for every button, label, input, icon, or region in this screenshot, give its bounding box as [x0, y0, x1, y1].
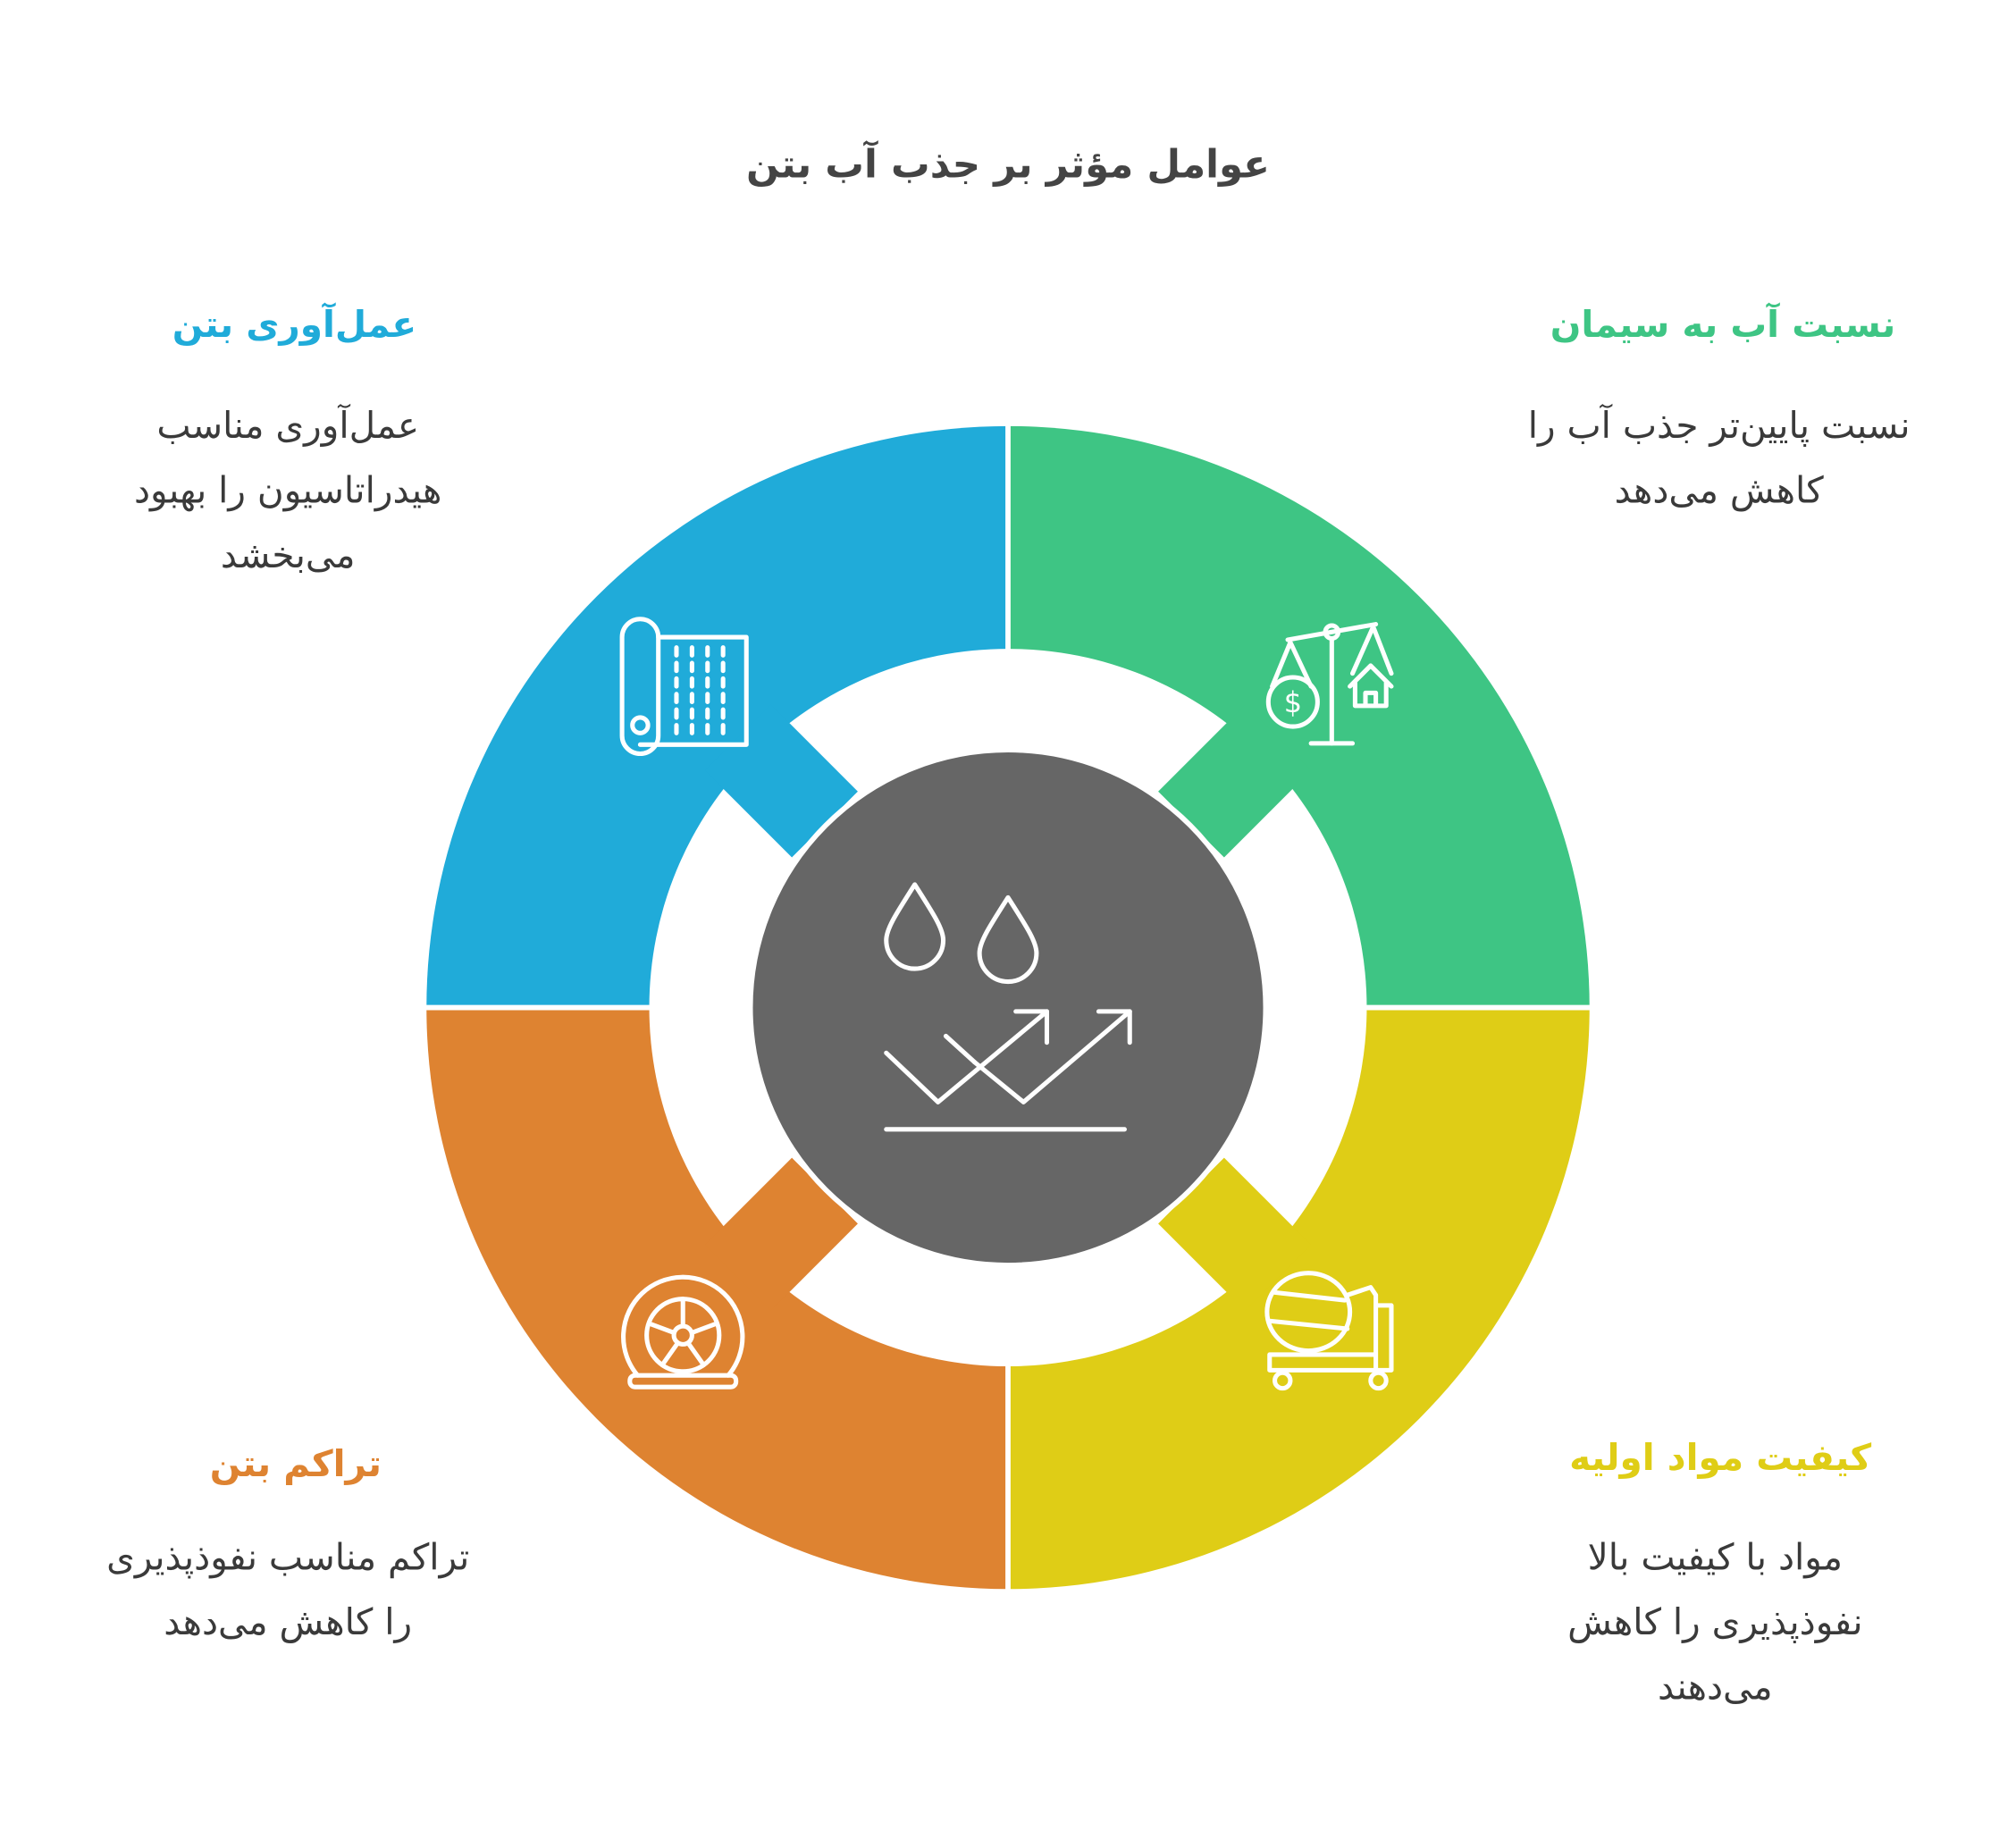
connector-compaction: [704, 1157, 858, 1311]
desc-line: می‌دهند: [1658, 1665, 1773, 1708]
diagram-title: عوامل مؤثر بر جذب آب بتن: [746, 140, 1270, 188]
concrete-mixer-icon: [1264, 1271, 1394, 1391]
compactor-wheel-icon: [621, 1274, 745, 1390]
factor-materials: کیفیت مواد اولیه مواد با کیفیت بالا نفوذ…: [1567, 1436, 1871, 1709]
desc-line: نفوذپذیری را کاهش: [1567, 1600, 1862, 1643]
desc-line: هیدراتاسیون را بهبود: [134, 468, 441, 511]
desc-line: تراکم مناسب نفوذپذیری: [106, 1536, 469, 1579]
factor-ratio: نسبت آب به سیمان نسبت پایین‌تر جذب آب را…: [1528, 302, 1911, 512]
heading-curing: عمل‌آوری بتن: [172, 302, 416, 346]
svg-text:$: $: [1284, 685, 1302, 719]
desc-line: کاهش می‌دهد: [1615, 468, 1825, 511]
water-drops-trend-icon: [884, 882, 1132, 1132]
balance-scale-icon: $: [1265, 622, 1394, 746]
desc-line: عمل‌آوری مناسب: [156, 404, 419, 447]
heading-ratio: نسبت آب به سیمان: [1550, 302, 1896, 346]
connector-ratio: [1158, 704, 1312, 858]
heading-compaction: تراکم بتن: [210, 1442, 382, 1485]
heading-materials: کیفیت مواد اولیه: [1569, 1436, 1871, 1479]
rolled-blueprint-icon: [619, 617, 749, 756]
factor-curing: عمل‌آوری بتن عمل‌آوری مناسب هیدراتاسیون …: [134, 302, 441, 576]
desc-line: نسبت پایین‌تر جذب آب را: [1528, 404, 1911, 447]
desc-line: مواد با کیفیت بالا: [1588, 1536, 1843, 1579]
connector-materials: [1158, 1157, 1312, 1311]
desc-line: را کاهش می‌دهد: [164, 1600, 412, 1643]
desc-line: می‌بخشد: [221, 533, 356, 576]
center-circle: [747, 747, 1269, 1268]
factor-compaction: تراکم بتن تراکم مناسب نفوذپذیری را کاهش …: [106, 1442, 469, 1643]
ring: [415, 414, 1601, 1601]
